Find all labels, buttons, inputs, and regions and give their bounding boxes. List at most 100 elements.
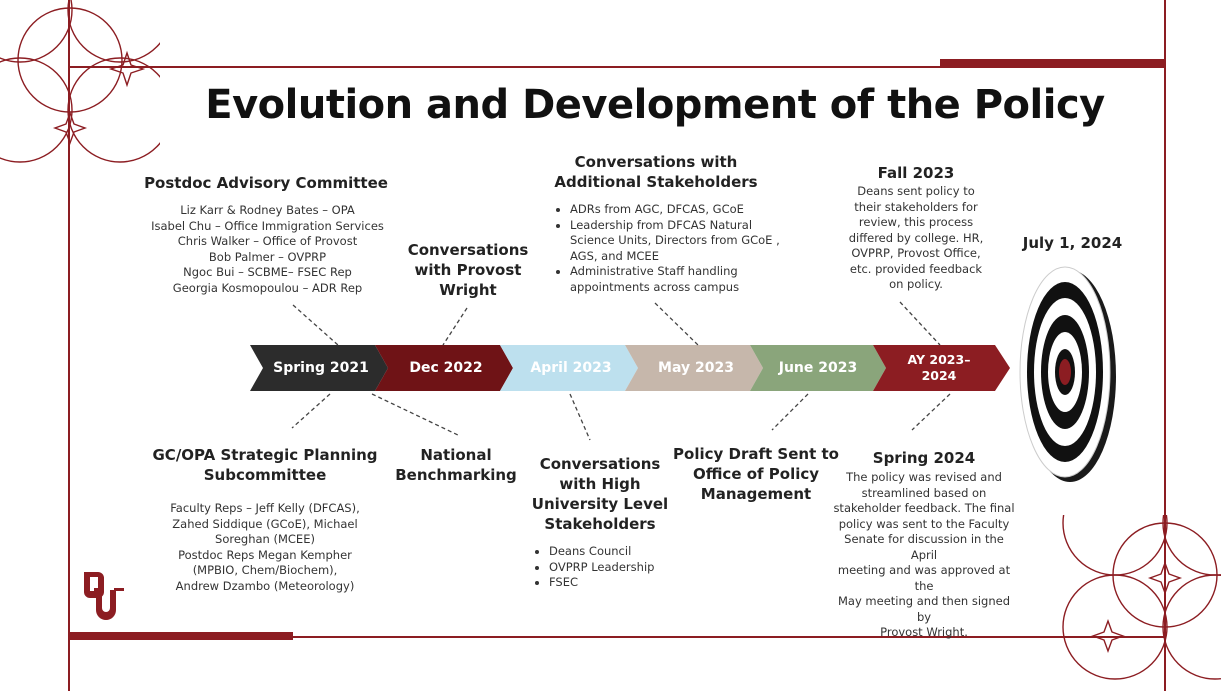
connector-additional (654, 302, 699, 346)
chevron-may-2023 (625, 345, 763, 391)
national-heading: National Benchmarking (390, 445, 522, 485)
gc-line: Postdoc Reps Megan Kempher (178, 547, 352, 562)
spring24-line: streamlined based on (861, 485, 987, 500)
gc-heading: GC/OPA Strategic Planning Subcommittee (145, 445, 385, 485)
additional-bullet: Administrative Staff handling appointmen… (570, 264, 780, 295)
frame-bottom-accent (68, 632, 293, 640)
spring24-line: Provost Wright. (880, 625, 968, 639)
connector-national (371, 393, 461, 437)
provost-line: with Provost (414, 261, 522, 279)
ou-logo-icon (84, 572, 124, 620)
label-may-2023: May 2023 (658, 360, 734, 376)
spring24-line: The policy was revised and (846, 470, 1002, 484)
postdoc-member: Isabel Chu – Office Immigration Services (151, 218, 384, 233)
corner-ornament-top-left (0, 0, 160, 163)
high-line: with High (559, 475, 641, 493)
label-spring-2021: Spring 2021 (273, 360, 369, 376)
draft-line: Management (700, 485, 812, 503)
chevron-spring-2021 (250, 345, 388, 391)
additional-heading: Conversations with Additional Stakeholde… (540, 152, 772, 192)
fall-heading: Fall 2023 (877, 164, 955, 182)
connector-spring24 (911, 393, 951, 431)
fall-text: Deans sent policy to their stakeholders … (834, 184, 998, 293)
postdoc-member: Bob Palmer – OVPRP (208, 249, 327, 264)
gc-line: (MPBIO, Chem/Biochem), (192, 563, 338, 577)
postdoc-member: Ngoc Bui – SCBME– FSEC Rep (183, 265, 352, 279)
bullseye-target-icon (1019, 266, 1116, 482)
connector-fall (899, 301, 941, 346)
fall-line: differed by college. HR, (848, 230, 984, 245)
label-dec-2022: Dec 2022 (409, 360, 483, 376)
high-bullet: FSEC (549, 575, 689, 591)
additional-line: Conversations with (574, 153, 738, 171)
connector-draft (771, 393, 809, 431)
fall-line: OVPRP, Provost Office, (851, 246, 981, 260)
high-bullets: Deans Council OVPRP Leadership FSEC (535, 544, 689, 591)
label-ay-line2: 2024 (921, 368, 957, 383)
target-label: July 1, 2024 (1022, 234, 1123, 252)
draft-heading: Policy Draft Sent to Office of Policy Ma… (670, 444, 842, 504)
draft-line: Policy Draft Sent to (673, 445, 839, 463)
fall-line: etc. provided feedback (849, 261, 983, 276)
provost-heading: Conversations with Provost Wright (398, 240, 538, 300)
gc-line: Andrew Dzambo (Meteorology) (175, 578, 355, 593)
corner-ornament-bottom-right (1062, 515, 1221, 680)
fall-line: review, this process (858, 215, 974, 229)
gc-line: Zahed Siddique (GCoE), Michael (172, 516, 358, 531)
high-line: Stakeholders (544, 515, 656, 533)
provost-line: Wright (439, 281, 497, 299)
connector-high (569, 393, 591, 441)
additional-bullet: Leadership from DFCAS Natural Science Un… (570, 218, 780, 265)
national-line: National (420, 446, 492, 464)
national-line: Benchmarking (395, 466, 517, 484)
label-april-2023: April 2023 (530, 360, 612, 376)
spring24-line: Senate for discussion in the April (844, 532, 1004, 562)
high-bullet: OVPRP Leadership (549, 560, 689, 576)
fall-line: on policy. (889, 277, 943, 291)
page-title: Evolution and Development of the Policy (205, 82, 1105, 128)
spring24-heading: Spring 2024 (872, 449, 976, 467)
chevron-dec-2022 (375, 345, 513, 391)
frame-bottom-line (68, 636, 1166, 638)
fall-line: their stakeholders for (854, 199, 978, 214)
chevron-june-2023 (750, 345, 886, 391)
connector-provost (442, 307, 468, 346)
connector-postdoc (292, 304, 339, 346)
additional-bullet: ADRs from AGC, DFCAS, GCoE (570, 202, 780, 218)
postdoc-members: Liz Karr & Rodney Bates – OPA Isabel Chu… (120, 203, 415, 296)
postdoc-member: Georgia Kosmopoulou – ADR Rep (172, 280, 363, 295)
high-bullet: Deans Council (549, 544, 689, 560)
high-line: University Level (531, 495, 669, 513)
spring24-line: May meeting and then signed by (838, 594, 1010, 624)
frame-left-line (68, 0, 70, 691)
gc-members: Faculty Reps – Jeff Kelly (DFCAS), Zahed… (150, 501, 380, 594)
label-ay-2023-2024: AY 2023– 2024 (884, 352, 994, 384)
draft-line: Office of Policy (692, 465, 820, 483)
label-june-2023: June 2023 (778, 360, 858, 376)
spring24-line: meeting and was approved at the (837, 563, 1011, 593)
high-heading: Conversations with High University Level… (525, 454, 675, 534)
frame-right-line (1164, 0, 1166, 691)
provost-line: Conversations (407, 241, 529, 259)
chevron-april-2023 (500, 345, 638, 391)
postdoc-heading: Postdoc Advisory Committee (144, 174, 388, 192)
gc-heading-line: Subcommittee (203, 466, 327, 484)
timeline-arrows (250, 345, 1010, 391)
gc-line: Faculty Reps – Jeff Kelly (DFCAS), (170, 501, 360, 515)
spring24-line: stakeholder feedback. The final (833, 501, 1015, 515)
fall-line: Deans sent policy to (857, 184, 975, 198)
chevron-ay-2023-2024 (873, 345, 1010, 391)
postdoc-member: Liz Karr & Rodney Bates – OPA (180, 203, 355, 217)
frame-top-line (68, 66, 1166, 68)
high-line: Conversations (539, 455, 661, 473)
label-ay-line1: AY 2023– (907, 352, 971, 367)
gc-line: Soreghan (MCEE) (215, 532, 315, 546)
connector-gc (291, 393, 331, 429)
spring24-text: The policy was revised and streamlined b… (830, 470, 1018, 641)
additional-bullets: ADRs from AGC, DFCAS, GCoE Leadership fr… (556, 202, 780, 295)
frame-top-accent (940, 59, 1166, 67)
gc-heading-line: GC/OPA Strategic Planning (152, 446, 378, 464)
spring24-line: policy was sent to the Faculty (838, 516, 1010, 531)
postdoc-member: Chris Walker – Office of Provost (177, 234, 358, 248)
